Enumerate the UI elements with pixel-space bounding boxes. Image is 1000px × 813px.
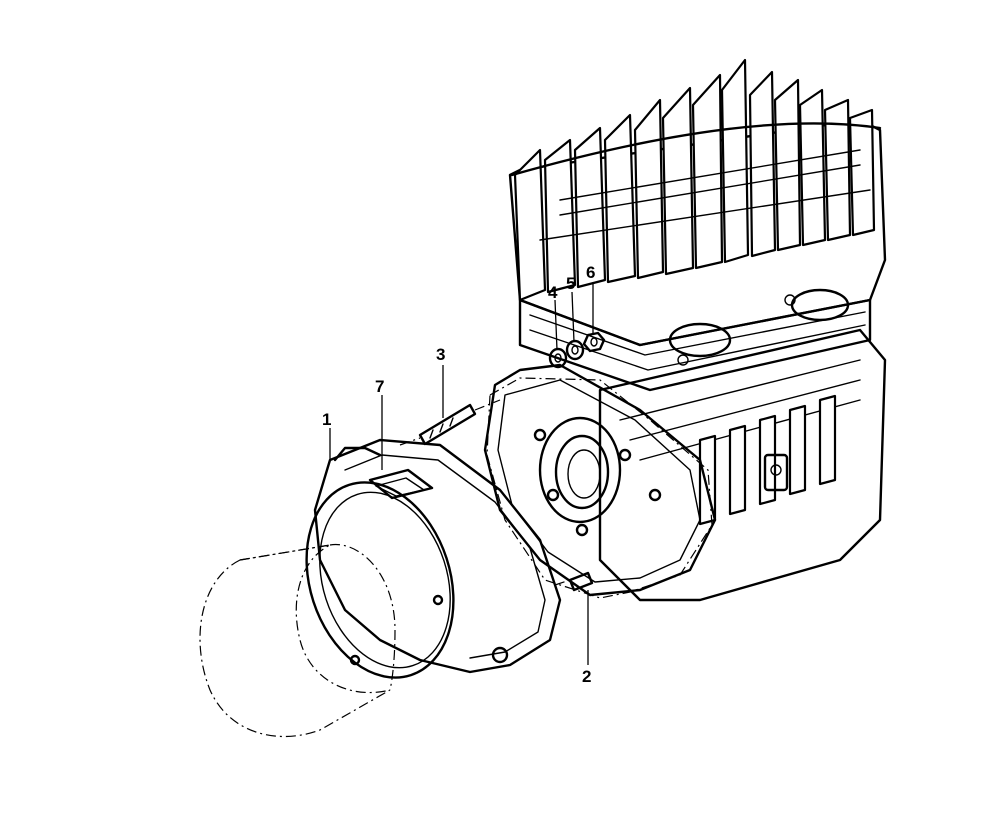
crankcase [598, 328, 887, 602]
callout-4: 4 [548, 283, 558, 302]
callout-6: 6 [586, 263, 595, 282]
callout-7: 7 [375, 377, 384, 396]
dowel-pin [568, 571, 594, 592]
dust-shield [199, 544, 391, 738]
callout-2: 2 [582, 667, 591, 686]
callout-1: 1 [322, 410, 331, 429]
cylinder-head [508, 58, 887, 347]
nut-washer-set [548, 331, 606, 369]
crankcase-side [483, 363, 717, 597]
side-cover [305, 438, 562, 679]
callout-3: 3 [436, 345, 445, 364]
stud [418, 403, 477, 446]
callout-5: 5 [566, 274, 575, 293]
gasket [486, 377, 713, 599]
